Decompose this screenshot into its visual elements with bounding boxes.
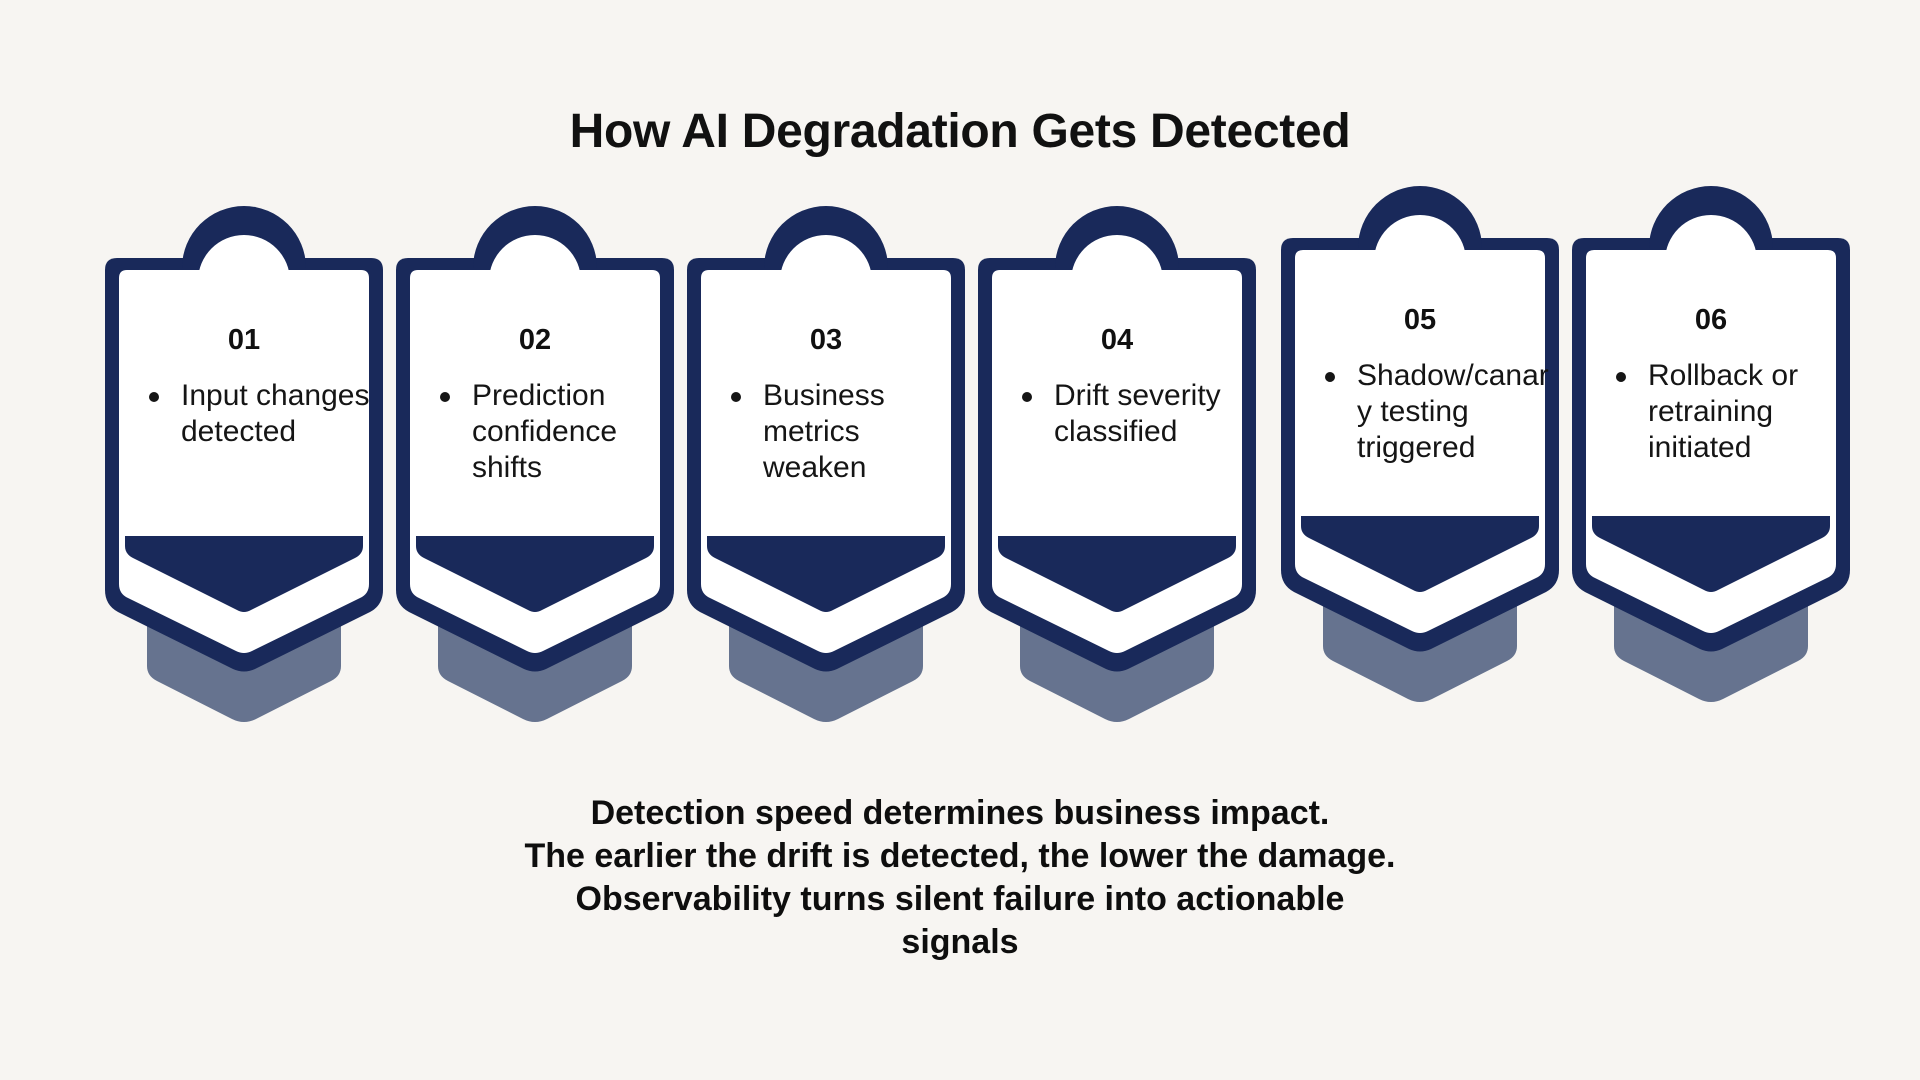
page-title: How AI Degradation Gets Detected <box>569 105 1351 158</box>
step-number: 04 <box>1100 324 1134 356</box>
step-card-02: 02 Prediction confidence shifts <box>396 206 674 738</box>
step-chevron <box>1301 516 1539 592</box>
step-bullet-text: Shadow/canary testing triggered <box>1321 358 1549 466</box>
footer-line: signals <box>901 923 1019 961</box>
step-card-05: 05 Shadow/canary testing triggered <box>1281 186 1559 718</box>
step-card-01: 01 Input changes detected <box>105 206 383 738</box>
step-number-circle <box>1071 235 1163 327</box>
step-badge-shape <box>1281 186 1559 702</box>
step-bullet-list: Input changes detected <box>145 378 373 450</box>
step-number: 06 <box>1694 304 1728 336</box>
step-number-circle <box>1665 215 1757 307</box>
step-badge-shape <box>687 206 965 722</box>
step-card-03: 03 Business metrics weaken <box>687 206 965 738</box>
step-bullet-text: Input changes detected <box>145 378 373 450</box>
step-number: 03 <box>809 324 843 356</box>
step-card-04: 04 Drift severity classified <box>978 206 1256 738</box>
step-bullet-list: Rollback or retraining initiated <box>1612 358 1840 466</box>
step-chevron <box>1592 516 1830 592</box>
step-badge-shape <box>978 206 1256 722</box>
step-bullet-list: Business metrics weaken <box>727 378 955 486</box>
step-number-circle <box>1374 215 1466 307</box>
step-bullet-list: Prediction confidence shifts <box>436 378 664 486</box>
step-number: 01 <box>227 324 261 356</box>
step-bullet-text: Drift severity classified <box>1018 378 1246 450</box>
footer-summary: Detection speed determines business impa… <box>0 792 1920 964</box>
step-chevron <box>125 536 363 612</box>
step-number-circle <box>780 235 872 327</box>
step-bullet-list: Drift severity classified <box>1018 378 1246 450</box>
step-number: 05 <box>1403 304 1437 336</box>
step-number-circle <box>198 235 290 327</box>
step-card-06: 06 Rollback or retraining initiated <box>1572 186 1850 718</box>
step-badge-shape <box>1572 186 1850 702</box>
step-bullet-list: Shadow/canary testing triggered <box>1321 358 1549 466</box>
step-badge-shape <box>105 206 383 722</box>
step-chevron <box>998 536 1236 612</box>
step-number-circle <box>489 235 581 327</box>
footer-line: Detection speed determines business impa… <box>590 794 1330 832</box>
step-bullet-text: Prediction confidence shifts <box>436 378 664 486</box>
step-badge-shape <box>396 206 674 722</box>
step-chevron <box>707 536 945 612</box>
footer-line: Observability turns silent failure into … <box>575 880 1345 918</box>
step-number: 02 <box>518 324 552 356</box>
step-bullet-text: Rollback or retraining initiated <box>1612 358 1840 466</box>
footer-line: The earlier the drift is detected, the l… <box>524 837 1396 875</box>
step-bullet-text: Business metrics weaken <box>727 378 955 486</box>
step-chevron <box>416 536 654 612</box>
